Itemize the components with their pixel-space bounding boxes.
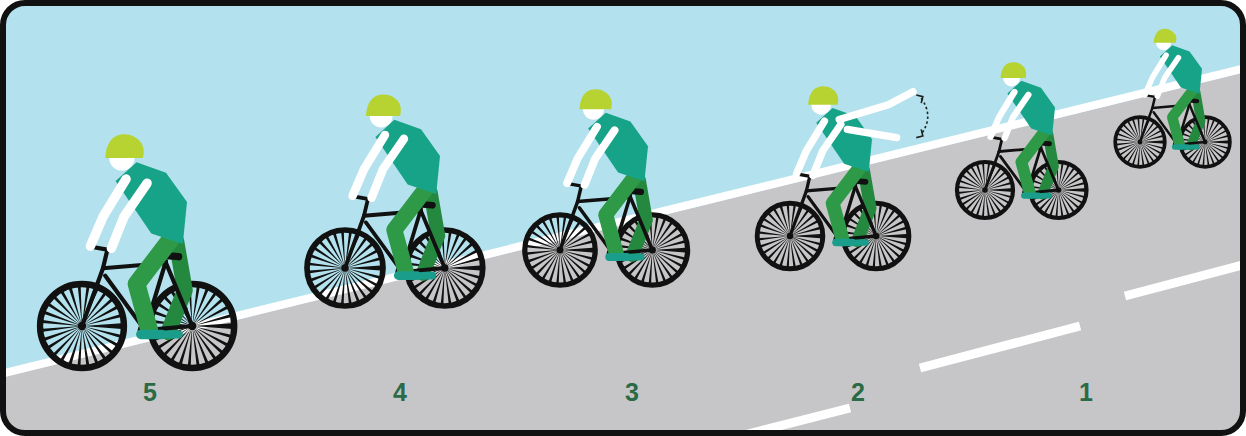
road xyxy=(3,72,1243,433)
road-edge-line xyxy=(3,68,1243,374)
step-number: 1 xyxy=(1079,380,1093,405)
step-number: 5 xyxy=(143,380,157,405)
cyclist xyxy=(957,62,1087,218)
step-number: 4 xyxy=(393,380,407,405)
sky xyxy=(3,3,1243,433)
cyclist xyxy=(525,89,688,285)
cyclist xyxy=(1115,29,1230,167)
signalling-cyclist xyxy=(757,86,928,268)
cyclist xyxy=(307,95,483,306)
lane-dashes xyxy=(740,264,1243,433)
cyclist xyxy=(40,134,234,368)
frame xyxy=(3,3,1243,433)
step-number: 3 xyxy=(625,380,639,405)
step-number: 2 xyxy=(851,380,865,405)
